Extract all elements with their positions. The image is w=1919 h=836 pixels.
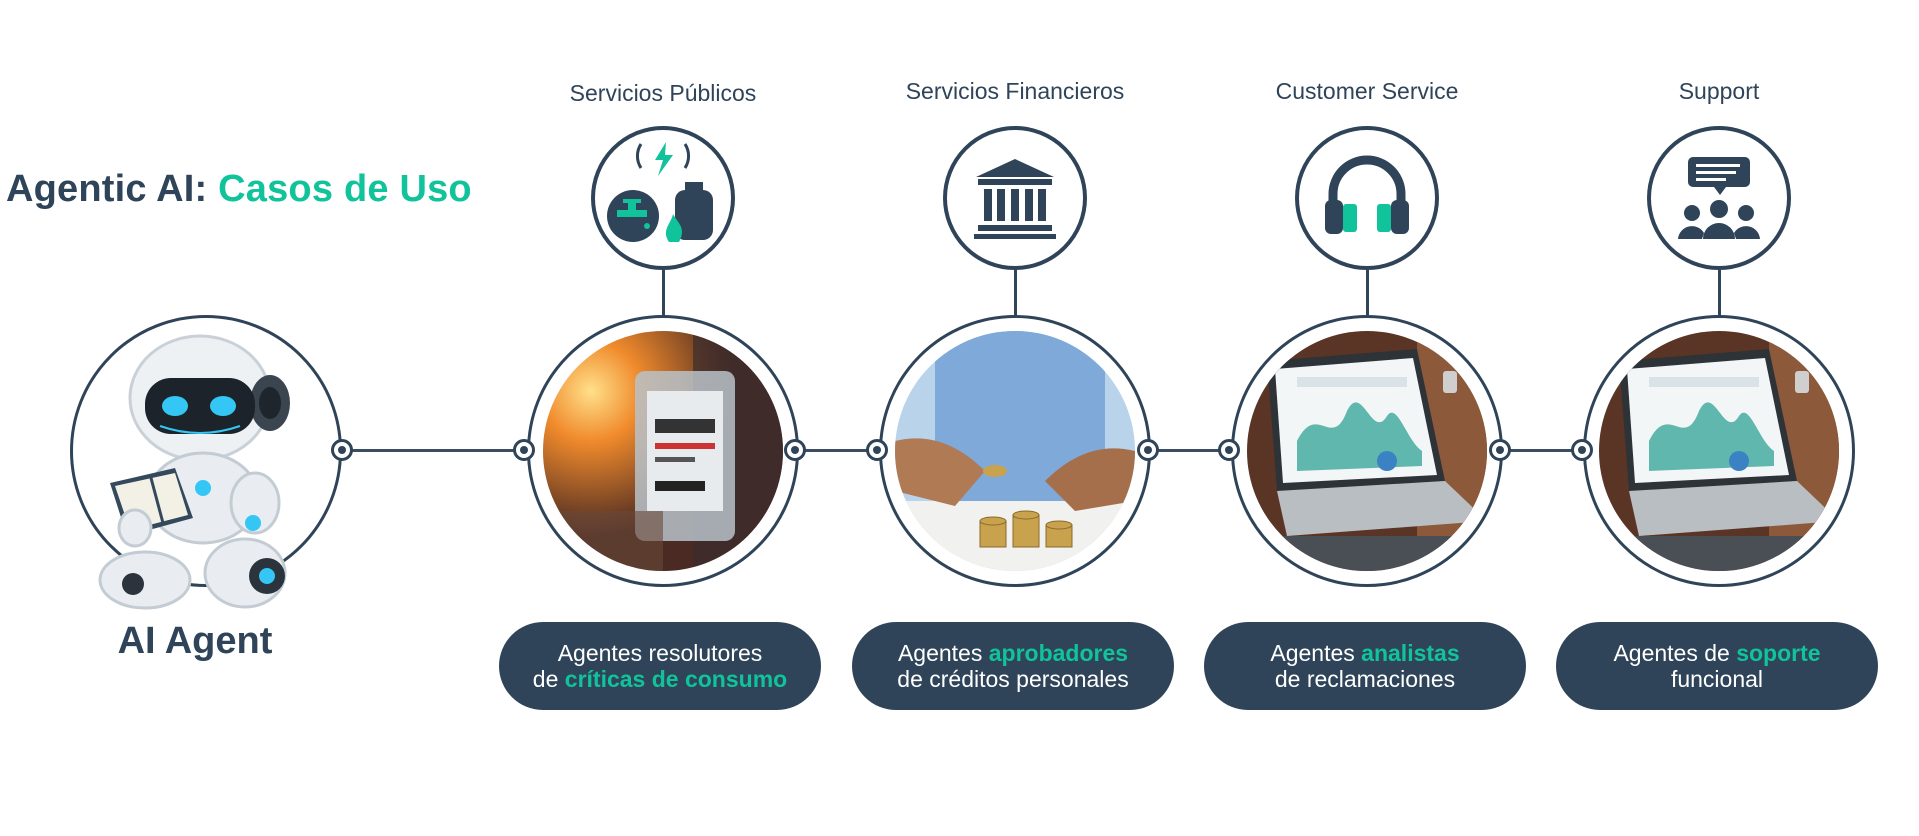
electricity-meter-photo	[543, 331, 783, 571]
utilities-icon	[607, 142, 713, 242]
use-case-pill-servicios-publicos: Agentes resolutores de críticas de consu…	[499, 622, 821, 710]
title-prefix: Agentic AI:	[6, 168, 208, 210]
robot-image	[98, 334, 290, 610]
page-title: Agentic AI: Casos de Uso	[6, 168, 472, 211]
connector-dot	[1489, 439, 1511, 461]
support-photo-ring	[1583, 315, 1855, 587]
connector-stem	[1014, 270, 1017, 315]
connector-dot	[784, 439, 806, 461]
pill-line-1: Agentes resolutores	[557, 640, 763, 666]
use-case-pill-support: Agentes de soporte funcional	[1556, 622, 1878, 710]
pill-line-1: Agentes de soporte	[1613, 640, 1821, 666]
connector-line	[1500, 449, 1582, 452]
customer-service-icon-circle	[1295, 126, 1439, 270]
servicios-financieros-icon-circle	[943, 126, 1087, 270]
servicios-publicos-icon-circle	[591, 126, 735, 270]
headset-icon	[1325, 155, 1409, 234]
ai-agent-label: AI Agent	[117, 620, 273, 662]
category-title-servicios-financieros: Servicios Financieros	[905, 78, 1125, 104]
servicios-financieros-photo-ring	[879, 315, 1151, 587]
pill-line-2: de créditos personales	[897, 666, 1129, 692]
laptop-dashboard-photo	[1599, 331, 1839, 571]
connector-dot	[1137, 439, 1159, 461]
connector-dot	[866, 439, 888, 461]
category-title-customer-service: Customer Service	[1275, 78, 1459, 104]
connector-dot	[1571, 439, 1593, 461]
coins-photo	[895, 331, 1135, 571]
connector-stem	[1366, 270, 1369, 315]
use-case-pill-servicios-financieros: Agentes aprobadores de créditos personal…	[852, 622, 1174, 710]
pill-line-1: Agentes aprobadores	[897, 640, 1129, 666]
support-icon-circle	[1647, 126, 1791, 270]
category-title-support: Support	[1678, 78, 1760, 104]
connector-stem	[662, 270, 665, 315]
laptop-dashboard-photo	[1247, 331, 1487, 571]
customer-service-photo-ring	[1231, 315, 1503, 587]
category-title-servicios-publicos: Servicios Públicos	[569, 80, 757, 106]
bank-icon	[974, 159, 1056, 239]
connector-line	[795, 449, 877, 452]
connector-dot	[1218, 439, 1240, 461]
title-accent: Casos de Uso	[218, 168, 472, 210]
support-group-icon	[1678, 157, 1760, 239]
servicios-publicos-photo-ring	[527, 315, 799, 587]
pill-line-1: Agentes analistas	[1270, 640, 1460, 666]
pill-line-2: de críticas de consumo	[532, 666, 788, 692]
connector-dot	[331, 439, 353, 461]
use-case-pill-customer-service: Agentes analistas de reclamaciones	[1204, 622, 1526, 710]
pill-line-2: de reclamaciones	[1274, 666, 1456, 692]
connector-stem	[1718, 270, 1721, 315]
connector-dot	[513, 439, 535, 461]
pill-line-2: funcional	[1670, 666, 1764, 692]
connector-line	[1148, 449, 1230, 452]
connector-line	[342, 449, 524, 452]
